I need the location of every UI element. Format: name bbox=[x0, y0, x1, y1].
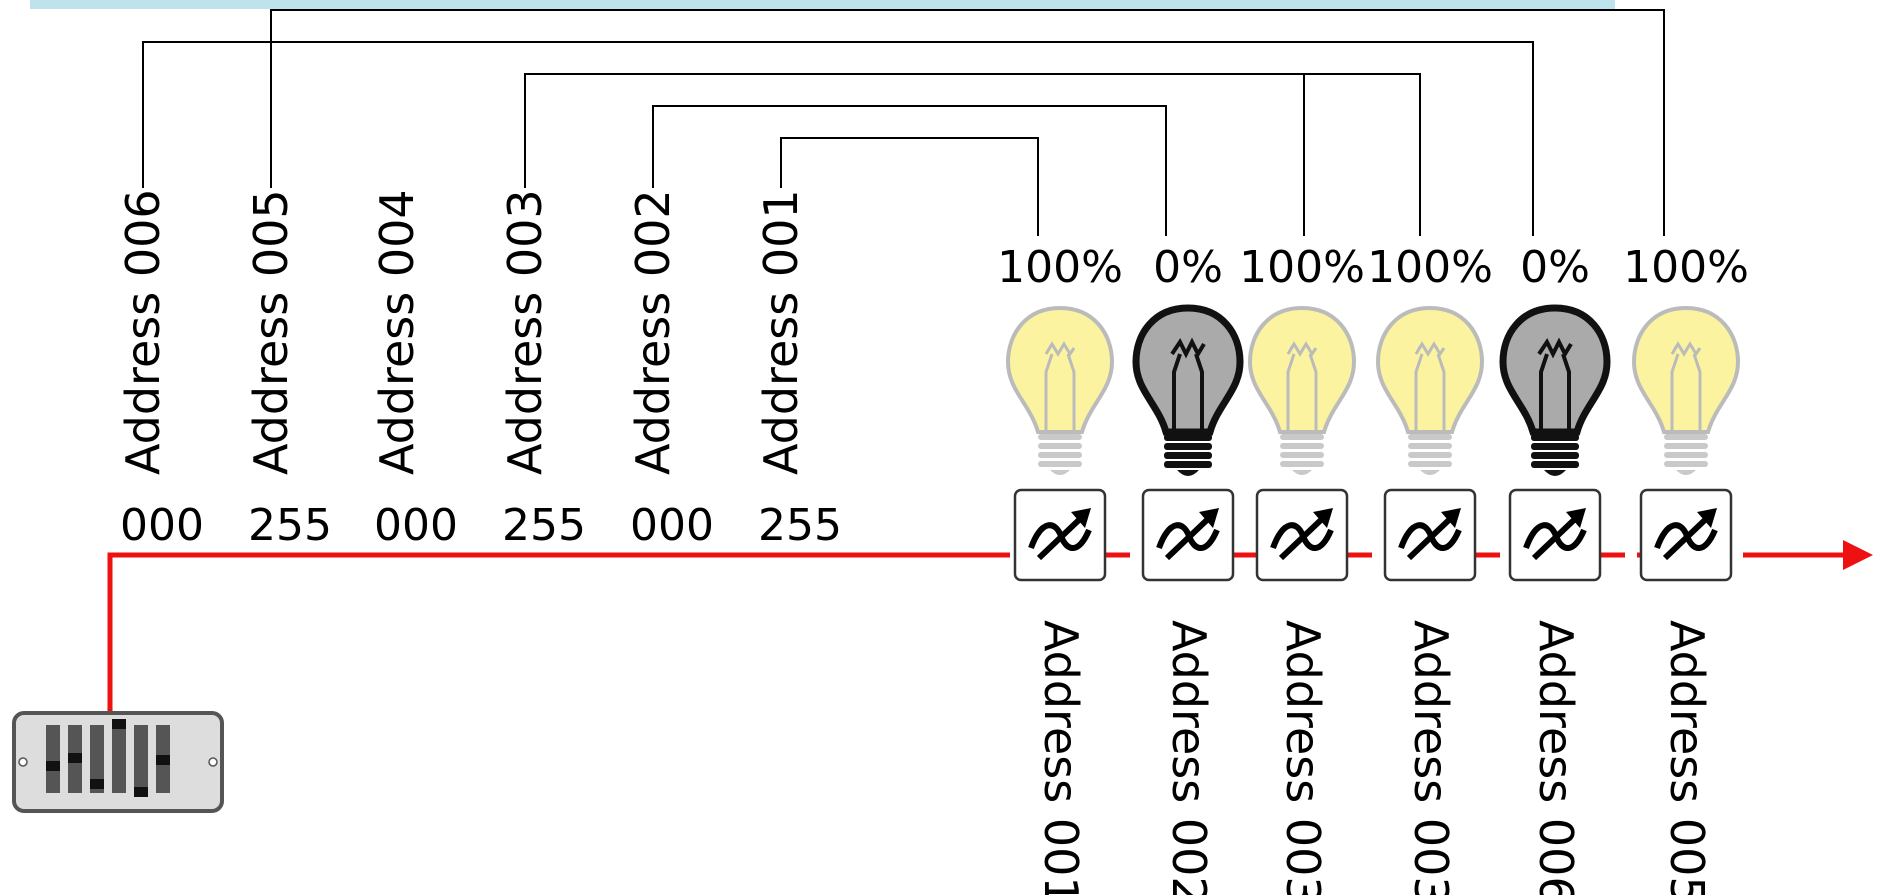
fixture-percent: 100% bbox=[1239, 242, 1365, 293]
channel-address-label: Address 004 bbox=[370, 189, 424, 475]
channel-address-label: Address 003 bbox=[498, 189, 552, 475]
channel-item: Address 001 255 bbox=[754, 189, 842, 551]
channel-item: Address 003 255 bbox=[498, 189, 586, 551]
fixture: 100% Address 001 bbox=[997, 242, 1123, 895]
channel-connectors bbox=[142, 9, 1665, 236]
channel-item: Address 006 000 bbox=[116, 189, 204, 551]
channel-address-label: Address 001 bbox=[754, 189, 808, 475]
light-bulb-icon bbox=[1247, 305, 1357, 475]
channel-address-label: Address 005 bbox=[244, 189, 298, 475]
connector-line bbox=[142, 41, 1534, 236]
dimmer-pack-icon bbox=[1639, 488, 1733, 582]
light-bulb-icon bbox=[1132, 304, 1244, 476]
dmx-controller-icon bbox=[12, 711, 224, 813]
dimmer-pack-icon bbox=[1383, 488, 1477, 582]
dimmer-pack-icon bbox=[1013, 488, 1107, 582]
dimmer-pack-icon bbox=[1255, 488, 1349, 582]
fixture-address-label: Address 003 bbox=[1276, 620, 1330, 895]
channel-item: Address 005 255 bbox=[244, 189, 332, 551]
channel-value: 000 bbox=[630, 500, 714, 551]
channel-value: 000 bbox=[374, 500, 458, 551]
fixture: 100% Address 005 bbox=[1623, 242, 1749, 895]
channel-value: 000 bbox=[120, 500, 204, 551]
fixture-percent: 0% bbox=[1520, 242, 1590, 293]
fixture-address-label: Address 006 bbox=[1529, 620, 1583, 895]
connector-line bbox=[652, 105, 1167, 236]
fixture-percent: 100% bbox=[997, 242, 1123, 293]
channel-value: 255 bbox=[758, 500, 842, 551]
fixture: 100% Address 003 bbox=[1367, 242, 1493, 895]
channel-item: Address 004 000 bbox=[370, 189, 458, 551]
channel-list: Address 006 000 Address 005 255 Address 004 0… bbox=[116, 189, 842, 551]
signal-arrow-icon bbox=[1843, 540, 1873, 570]
fixture-address-label: Address 003 bbox=[1404, 620, 1458, 895]
fixture-percent: 0% bbox=[1153, 242, 1223, 293]
channel-item: Address 002 000 bbox=[626, 189, 714, 551]
connector-line bbox=[270, 9, 1665, 236]
fixture-percent: 100% bbox=[1623, 242, 1749, 293]
connector-line bbox=[524, 73, 1421, 236]
light-bulb-icon bbox=[1005, 305, 1115, 475]
channel-address-label: Address 002 bbox=[626, 189, 680, 475]
fixture-address-label: Address 001 bbox=[1034, 620, 1088, 895]
dmx-signal-line bbox=[107, 540, 1873, 715]
light-bulb-icon bbox=[1631, 305, 1741, 475]
fixture: 100% Address 003 bbox=[1239, 242, 1365, 895]
dimmer-pack-icon bbox=[1508, 488, 1602, 582]
channel-value: 255 bbox=[248, 500, 332, 551]
light-bulb-icon bbox=[1375, 305, 1485, 475]
fixture-address-label: Address 002 bbox=[1162, 620, 1216, 895]
fixture-address-label: Address 005 bbox=[1660, 620, 1714, 895]
fixture: 0% Address 002 bbox=[1132, 242, 1244, 895]
channel-address-label: Address 006 bbox=[116, 189, 170, 475]
fixture-percent: 100% bbox=[1367, 242, 1493, 293]
fixture-list: 100% Address 001 0% Address 002 100% Address … bbox=[997, 242, 1749, 895]
connector-line bbox=[780, 137, 1039, 236]
channel-value: 255 bbox=[502, 500, 586, 551]
dimmer-pack-icon bbox=[1141, 488, 1235, 582]
light-bulb-icon bbox=[1499, 304, 1611, 476]
header-band bbox=[30, 0, 1615, 9]
fixture: 0% Address 006 bbox=[1499, 242, 1611, 895]
